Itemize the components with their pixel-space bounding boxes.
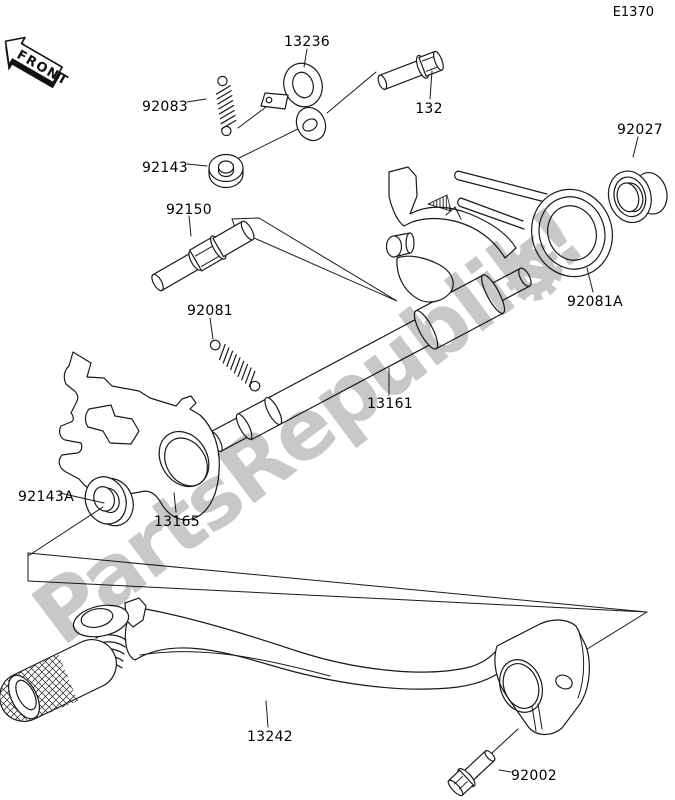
part-label-13161: 13161: [367, 396, 413, 412]
label-leaders: [173, 48, 639, 773]
part-label-13242: 13242: [247, 729, 293, 745]
alignment-lines: [27, 71, 648, 652]
part-label-13236: 13236: [284, 34, 330, 50]
front-arrow: FRONT: [4, 36, 71, 89]
spring-92081-drawing: [209, 339, 261, 392]
part-label-132: 132: [415, 101, 443, 117]
bolt-92002-drawing: [447, 750, 496, 797]
spring-92083-drawing: [215, 75, 237, 137]
part-label-92143: 92143: [142, 160, 188, 176]
bolt-92002-pointer: [491, 728, 519, 754]
washer-92143a-pointer: [27, 492, 105, 557]
watermark-gear-icon: [504, 243, 562, 301]
part-label-92150: 92150: [166, 202, 212, 218]
part-label-92081: 92081: [187, 303, 233, 319]
part-label-92027: 92027: [617, 122, 663, 138]
bushing-92027-drawing: [607, 170, 668, 224]
bolt-92150-drawing: [151, 220, 255, 292]
bolt-132-drawing: [377, 50, 444, 91]
part-label-92083: 92083: [142, 99, 188, 115]
shaft-13161-drawing: [209, 267, 532, 453]
change-mechanism-arm-drawing: [385, 166, 517, 303]
pedal-13242-drawing: [0, 597, 590, 735]
part-label-92081a: 92081A: [567, 294, 623, 310]
part-label-92002: 92002: [511, 768, 557, 784]
part-label-92143a: 92143A: [18, 489, 74, 505]
page-code: E1370: [613, 5, 654, 20]
part-labels: 13236 132 92083 92143 92027 92150 92081 …: [18, 34, 663, 784]
washer-92143-drawing: [208, 153, 244, 189]
part-label-13165: 13165: [154, 514, 200, 530]
lever-13236-drawing: [260, 62, 327, 142]
